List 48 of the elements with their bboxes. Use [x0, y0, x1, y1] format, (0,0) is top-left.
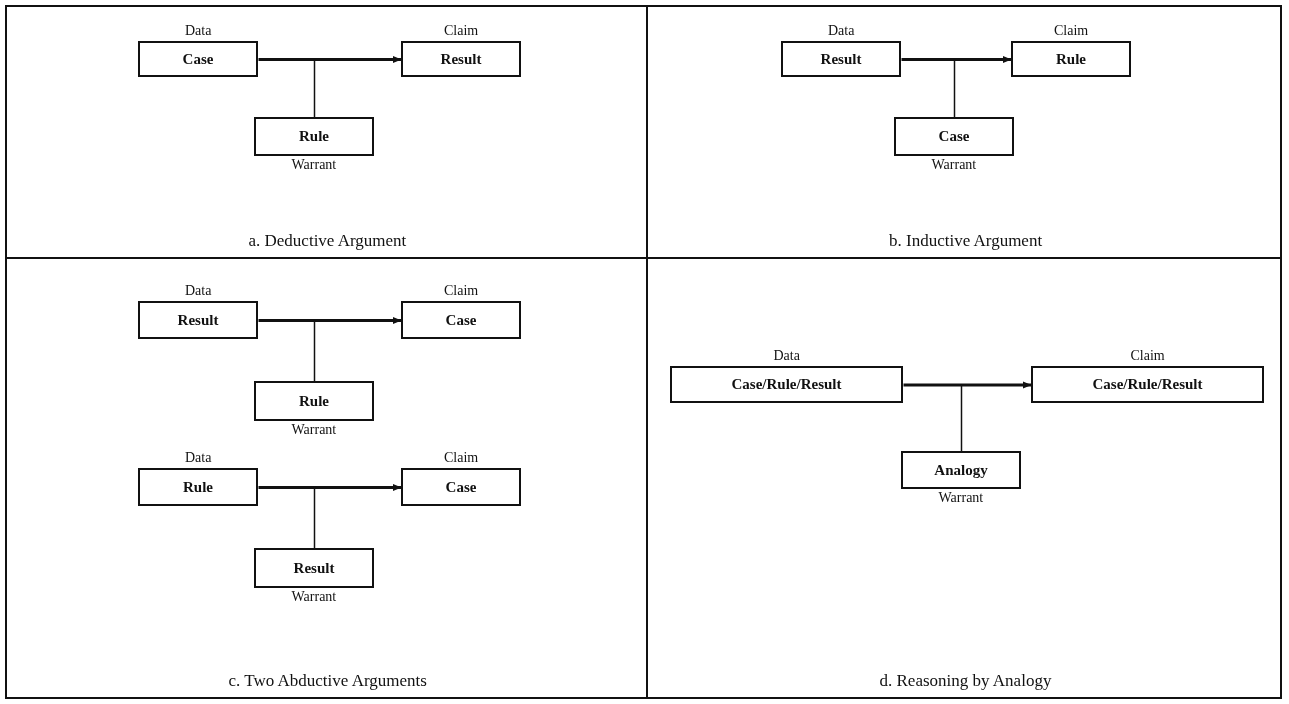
connector-line	[953, 58, 956, 119]
panel-caption: c. Two Abductive Arguments	[228, 671, 427, 691]
box-caption: Claim	[1130, 348, 1165, 364]
panel	[647, 6, 1282, 258]
text-box: Result	[781, 41, 901, 77]
box-caption: Claim	[444, 450, 479, 466]
arrow	[901, 55, 1012, 64]
panel-caption: d. Reasoning by Analogy	[879, 671, 1052, 691]
box-caption: Claim	[1054, 23, 1089, 39]
text-box: Case/Rule/Result	[670, 366, 903, 403]
panel-caption: b. Inductive Argument	[889, 231, 1043, 251]
arrow	[258, 483, 402, 492]
connector-line	[960, 383, 963, 453]
text-box: Analogy	[901, 451, 1021, 489]
panel	[6, 6, 647, 258]
connector-line	[313, 319, 316, 383]
box-caption: Data	[185, 283, 212, 299]
panel-caption: a. Deductive Argument	[248, 231, 407, 251]
text-box: Rule	[254, 117, 374, 156]
text-box: Case	[401, 301, 521, 339]
text-box: Case	[138, 41, 258, 77]
text-box: Rule	[254, 381, 374, 421]
arrow	[258, 316, 402, 325]
text-box: Rule	[1011, 41, 1131, 77]
box-caption: Data	[828, 23, 855, 39]
box-caption: Data	[185, 23, 212, 39]
box-caption: Warrant	[291, 157, 337, 173]
panel	[6, 258, 647, 698]
box-caption: Warrant	[931, 157, 977, 173]
box-caption: Claim	[444, 23, 479, 39]
text-box: Result	[254, 548, 374, 588]
text-box: Result	[138, 301, 258, 339]
arrow	[903, 381, 1032, 389]
text-box: Case	[894, 117, 1014, 156]
text-box: Result	[401, 41, 521, 77]
arrow	[258, 55, 402, 64]
panel	[647, 258, 1282, 698]
box-caption: Data	[185, 450, 212, 466]
connector-line	[313, 486, 316, 550]
box-caption: Claim	[444, 283, 479, 299]
text-box: Case/Rule/Result	[1031, 366, 1264, 403]
connector-line	[313, 58, 316, 119]
box-caption: Warrant	[938, 490, 984, 506]
box-caption: Warrant	[291, 422, 337, 438]
box-caption: Data	[773, 348, 800, 364]
text-box: Case	[401, 468, 521, 506]
box-caption: Warrant	[291, 589, 337, 605]
text-box: Rule	[138, 468, 258, 506]
